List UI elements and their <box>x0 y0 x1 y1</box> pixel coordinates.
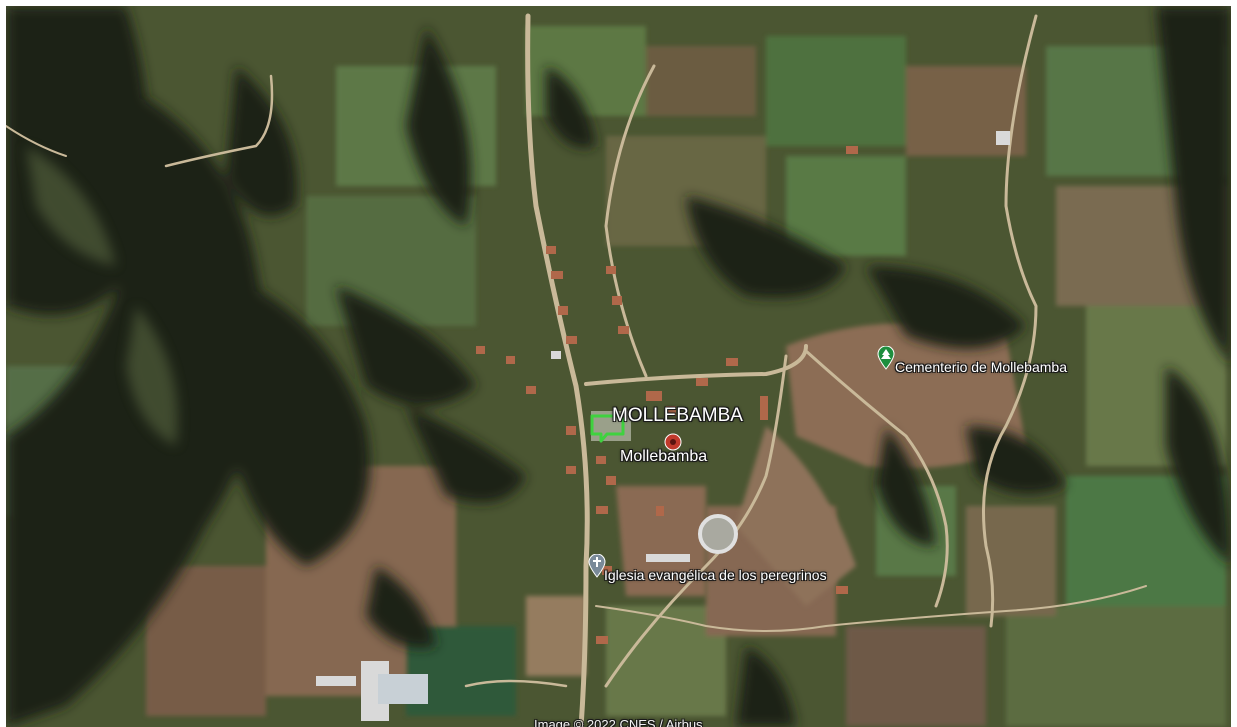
town-label[interactable]: Mollebamba <box>620 448 708 465</box>
red-dot-pin-icon[interactable] <box>663 432 683 452</box>
green-tree-pin-icon[interactable] <box>877 346 895 370</box>
cemetery-label[interactable]: Cementerio de Mollebamba <box>895 359 1067 375</box>
imagery-attribution: Image © 2022 CNES / Airbus <box>534 717 703 727</box>
gray-church-pin-icon[interactable] <box>588 554 606 578</box>
satellite-imagery <box>6 6 1231 727</box>
satellite-map[interactable]: MOLLEBAMBA Mollebamba Cementerio de Moll… <box>6 6 1231 727</box>
church-label[interactable]: Iglesia evangélica de los peregrinos <box>604 567 827 583</box>
town-label-uppercase[interactable]: MOLLEBAMBA <box>612 405 743 426</box>
green-folder-placemark-icon[interactable] <box>589 411 629 443</box>
